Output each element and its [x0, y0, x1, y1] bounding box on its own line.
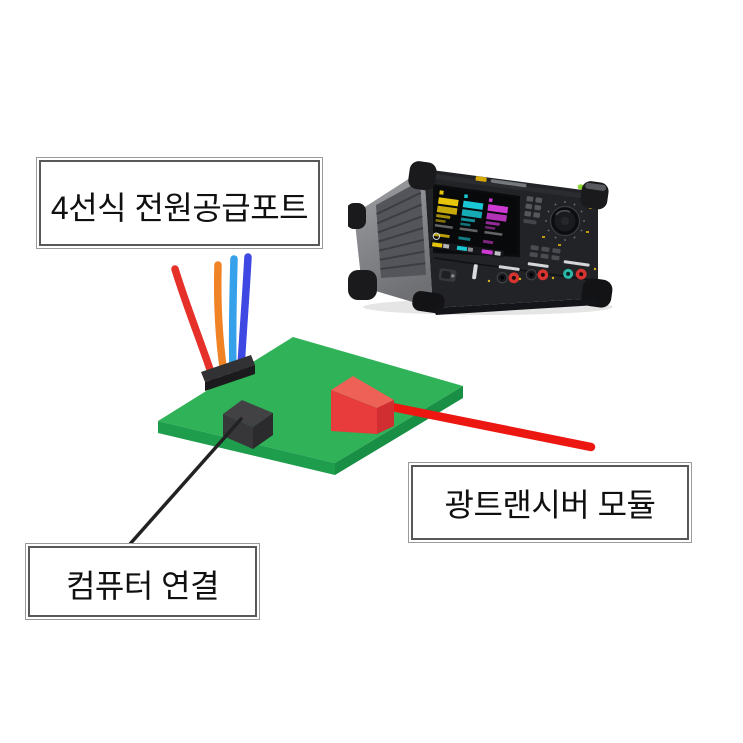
wire-red	[171, 265, 217, 382]
psu-power-button	[438, 268, 457, 282]
computer-chip-block	[223, 400, 273, 449]
psu-display-content	[429, 190, 509, 258]
label-power-supply-port: 4선식 전원공급포트	[39, 160, 320, 246]
psu-button-grid	[523, 196, 543, 225]
psu-screen-status-chunks	[431, 242, 501, 256]
label-optical-transceiver-module: 광트랜시버 모듈	[411, 465, 689, 540]
psu-model-text	[490, 179, 527, 188]
psu-screen-dim-rows	[434, 223, 503, 236]
wire-connector	[201, 355, 255, 391]
psu-terminal-indicator-dots	[487, 267, 597, 283]
wire-light-blue	[228, 255, 238, 375]
psu-rigol-badge	[432, 232, 441, 240]
psu-corner-bumpers	[348, 161, 613, 314]
computer-chip-side	[253, 413, 273, 449]
transceiver-module-side	[377, 400, 394, 434]
psu-brand-logo	[475, 176, 487, 182]
black-connection-line	[128, 417, 243, 546]
psu-knob-tick-dots	[545, 201, 585, 241]
power-wires	[171, 253, 252, 382]
red-connection-line	[377, 400, 596, 452]
computer-chip-top	[223, 400, 273, 427]
psu-screen-ch1	[433, 197, 459, 239]
psu-control-knob	[545, 201, 585, 241]
psu-terminals	[487, 260, 597, 284]
bench-power-supply-image	[348, 161, 613, 315]
pcb-board-side-right	[335, 386, 463, 475]
pcb-board-side-left	[158, 421, 335, 475]
psu-vent-lines	[376, 191, 426, 270]
transceiver-module-top	[331, 376, 394, 408]
psu-terminal-group-2	[525, 262, 549, 281]
psu-terminal-group-3	[563, 260, 590, 280]
psu-terminal-group-1	[496, 265, 520, 284]
transceiver-module-front	[331, 390, 377, 434]
label-power-supply-port-text: 4선식 전원공급포트	[50, 189, 309, 226]
psu-front-top-band	[427, 173, 595, 200]
transceiver-module-block	[331, 376, 394, 434]
psu-screen-ch3	[482, 204, 509, 245]
psu-bottom-edge	[433, 298, 598, 315]
label-computer-connection: 컴퓨터 연결	[28, 546, 257, 617]
psu-usb-slot	[472, 264, 478, 280]
wire-connector-front	[205, 365, 255, 391]
wire-blue	[237, 253, 252, 371]
computer-chip-front	[223, 414, 253, 449]
label-optical-transceiver-module-text: 광트랜시버 모듈	[444, 486, 656, 523]
psu-function-buttons	[529, 245, 561, 261]
wire-orange	[214, 261, 228, 378]
label-computer-connection-text: 컴퓨터 연결	[65, 567, 220, 604]
psu-screen-ch2	[458, 200, 484, 241]
wire-connector-top	[201, 355, 255, 382]
